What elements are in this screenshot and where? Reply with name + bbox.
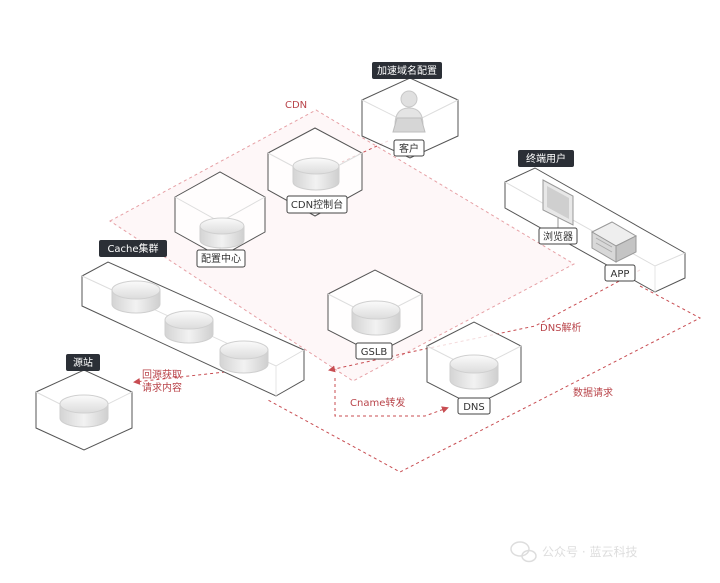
data-request-line (267, 285, 702, 473)
config-center-label: 配置中心 (196, 249, 246, 268)
app-label: APP (604, 264, 636, 282)
svg-text:终端用户: 终端用户 (526, 152, 566, 165)
group-label-end-user: 终端用户 (518, 150, 574, 167)
dns-label: DNS (457, 397, 491, 415)
flow-label-dns-resolution: DNS解析 (540, 321, 582, 334)
flow-label-data-request: 数据请求 (573, 386, 613, 399)
cname-forward-line (334, 378, 449, 417)
gslb-cylinder (351, 300, 401, 336)
svg-text:客户: 客户 (399, 142, 419, 155)
customer-label: 客户 (393, 139, 425, 157)
origin-cylinder (59, 394, 109, 428)
customer-person-icon (392, 90, 426, 133)
svg-text:源站: 源站 (73, 356, 93, 369)
group-label-cache-cluster: Cache集群 (99, 240, 167, 257)
wechat-icon (510, 541, 537, 563)
dns-cylinder (449, 354, 499, 390)
svg-text:浏览器: 浏览器 (543, 230, 573, 243)
cache-cylinder-3 (219, 340, 269, 374)
cdn-console-cylinder (292, 157, 340, 191)
server-device-icon (590, 221, 638, 263)
cache-cylinder-2 (164, 310, 214, 344)
cache-cylinder-1 (111, 280, 161, 314)
svg-text:Cache集群: Cache集群 (107, 242, 158, 255)
cdn-console-label: CDN控制台 (286, 195, 348, 214)
svg-text:CDN控制台: CDN控制台 (291, 198, 343, 211)
svg-text:GSLB: GSLB (361, 347, 388, 358)
watermark: 公众号 · 蓝云科技 (510, 541, 637, 563)
group-label-origin: 源站 (66, 354, 100, 371)
dns-resolution-line (328, 269, 641, 373)
config-center-cylinder (199, 217, 245, 249)
group-label-domain-config: 加速域名配置 (372, 62, 442, 79)
browser-label: 浏览器 (538, 227, 578, 245)
svg-text:APP: APP (611, 269, 630, 280)
svg-text:配置中心: 配置中心 (201, 252, 241, 265)
cdn-zone-label: CDN (285, 100, 307, 111)
svg-text:加速域名配置: 加速域名配置 (377, 64, 437, 77)
flow-label-back-to-origin-1: 回源获取 (142, 368, 182, 381)
flow-label-back-to-origin-2: 请求内容 (142, 381, 182, 394)
flow-label-cname-forward: Cname转发 (350, 396, 405, 409)
watermark-text: 公众号 · 蓝云科技 (542, 545, 637, 559)
svg-text:DNS: DNS (463, 402, 485, 413)
gslb-label: GSLB (355, 342, 393, 360)
